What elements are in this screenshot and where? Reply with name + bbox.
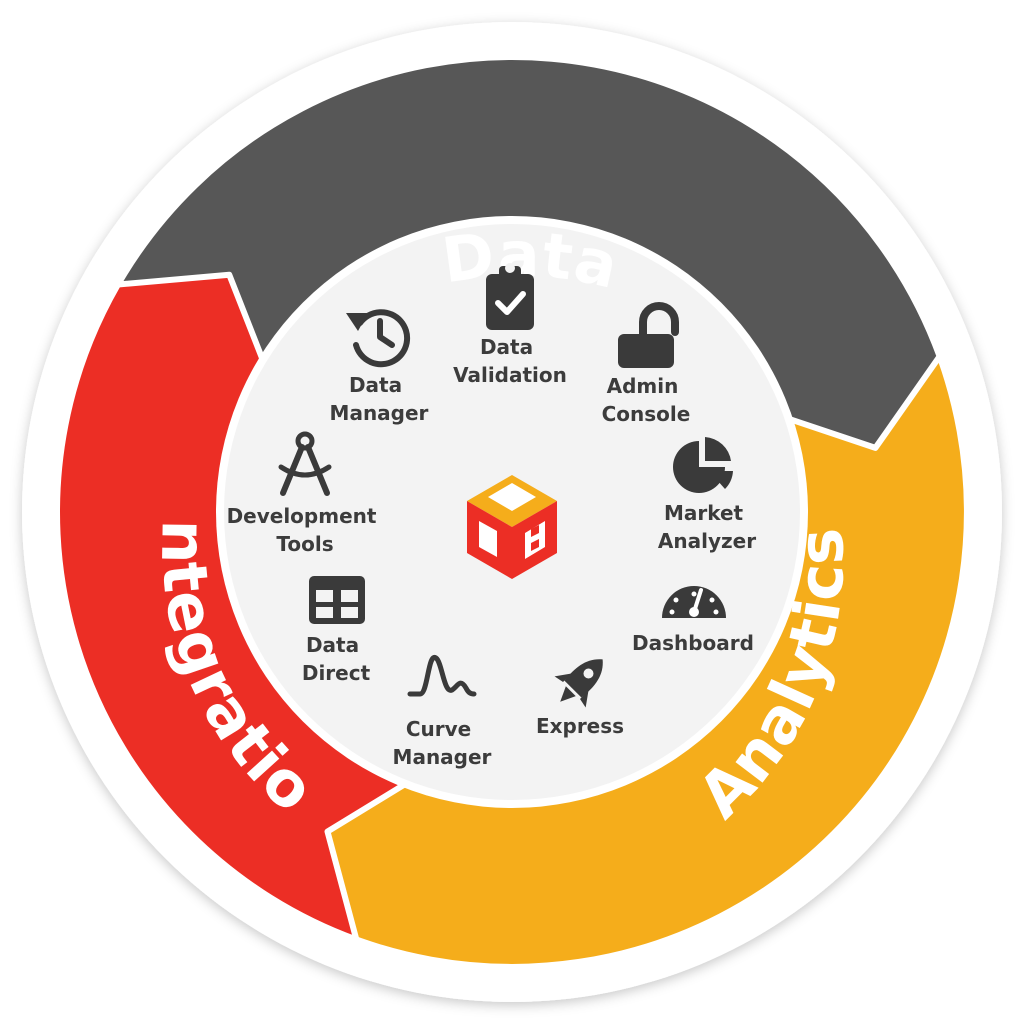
label-data-validation: Data Validation — [453, 335, 567, 387]
cube-logo-icon — [467, 475, 557, 579]
gauge-icon — [662, 586, 726, 618]
pie-chart-icon — [673, 437, 733, 493]
label-dashboard: Dashboard — [632, 631, 754, 655]
unlock-icon — [618, 302, 679, 368]
label-development-tools: Development Tools — [227, 504, 384, 556]
label-market-analyzer: Market Analyzer — [658, 501, 756, 553]
label-curve-manager: Curve Manager — [393, 717, 492, 769]
curve-icon — [407, 655, 477, 697]
label-admin-console: Admin Console — [602, 374, 691, 426]
rocket-icon — [554, 659, 603, 708]
label-express: Express — [536, 714, 624, 738]
compass-icon — [278, 431, 332, 496]
clipboard-check-icon — [486, 263, 534, 330]
history-icon — [346, 309, 411, 368]
label-data-manager: Data Manager — [330, 373, 429, 425]
table-icon — [309, 576, 365, 624]
label-data-direct: Data Direct — [302, 633, 371, 685]
